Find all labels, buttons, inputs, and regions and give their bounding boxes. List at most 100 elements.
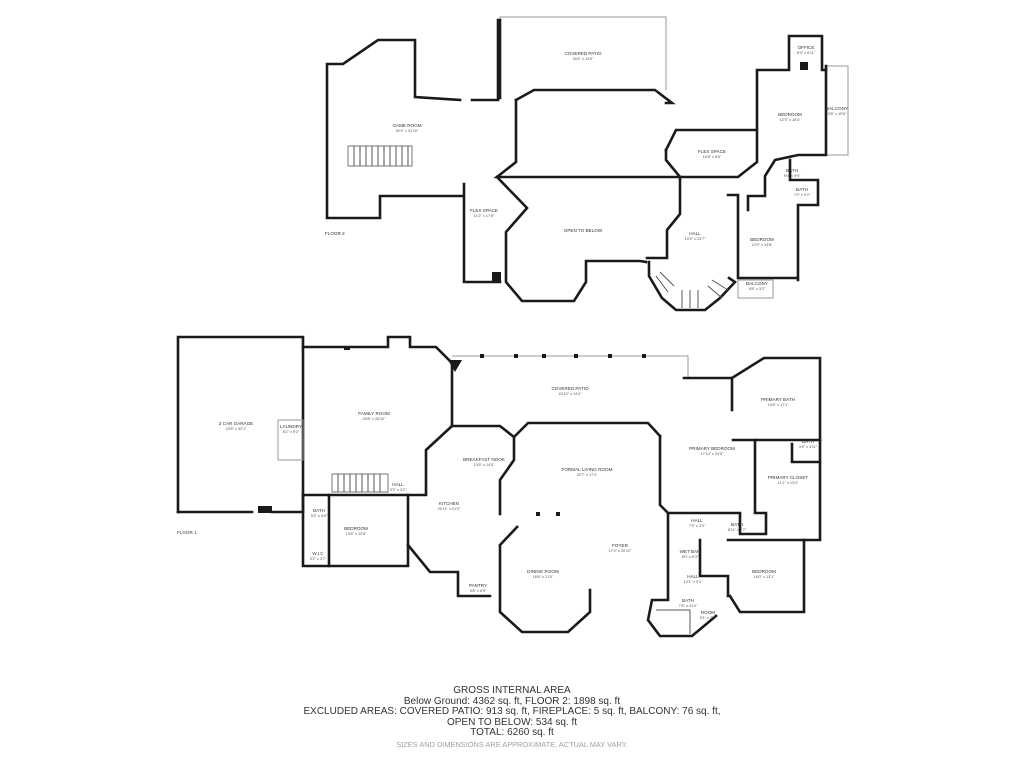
room-name: HALL <box>687 574 699 579</box>
floor1-bath-fixtures <box>656 609 691 634</box>
room-dimensions: 26'8" x 26'10" <box>363 417 387 421</box>
floor1-dining-room-wall <box>498 525 592 634</box>
room-name: DINING ROOM <box>527 569 559 574</box>
floor1-family-room-top-wall <box>301 335 454 365</box>
floor1-foyer-lower-wall <box>646 511 718 638</box>
floor2-stair-treads <box>353 146 409 166</box>
floor2-label: FLOOR 2 <box>325 231 345 236</box>
floor2-game-room-wall <box>325 38 464 220</box>
floor2-bath-wall <box>746 64 828 212</box>
room-name: PANTRY <box>469 583 487 588</box>
floor2-wall-segment <box>470 18 500 102</box>
room-dimensions: 10'1" x 3'1" <box>684 580 703 584</box>
summary-heading: GROSS INTERNAL AREA <box>453 685 571 696</box>
floor1-column-2 <box>536 512 540 516</box>
floor2-balcony-bottom-outline <box>737 279 774 299</box>
room-dimensions: 43'10" x 14'4" <box>559 392 583 396</box>
room-name: OPEN TO BELOW <box>564 228 603 233</box>
floor1-kitchen-lower-wall <box>406 543 492 598</box>
floor2-central-top-wall <box>514 88 676 105</box>
floor-1-plan: FLOOR 1 <box>176 335 822 638</box>
floor1-covered-patio-outline <box>452 355 689 378</box>
floor2-column <box>492 272 501 281</box>
floor2-chimney <box>800 62 808 70</box>
floor1-living-room-top-wall <box>450 421 662 439</box>
room-name: FLEX SPACE <box>698 149 726 154</box>
floor2-open-to-below-top-wall <box>493 98 682 179</box>
summary-line-4: TOTAL: 6260 sq. ft <box>470 727 554 739</box>
room-name: HALL <box>689 231 701 236</box>
floor2-flex-space-right-top <box>664 128 757 152</box>
room-dimensions: 32'7" x 17'1" <box>577 473 598 477</box>
floor1-stair-treads <box>337 474 381 492</box>
floor1-fireplace <box>448 360 462 372</box>
room-name: BEDROOM <box>752 569 776 574</box>
floor2-bay-stairs <box>655 271 729 308</box>
room-dimensions: 7'9" x 4'0" <box>689 524 706 528</box>
floor2-hall-wall-left <box>645 175 682 260</box>
room-dimensions: 17'10" x 24'5" <box>701 452 725 456</box>
room-name: FORMAL LIVING ROOM <box>562 467 613 472</box>
room-dimensions: 12'3" x 18'4" <box>780 118 801 122</box>
room-dimensions: 30'4" x 14'5" <box>573 57 594 61</box>
floor1-column-3 <box>556 512 560 516</box>
room-name: PRIMARY BATH <box>761 397 795 402</box>
floor2-bedroom-lower-wall <box>726 193 799 280</box>
floor1-primary-bedroom-wall <box>658 434 768 536</box>
room-dimensions: 30'4" x 31'10" <box>396 129 420 133</box>
room-name: BATH <box>731 522 743 527</box>
floor2-balcony-right-outline <box>826 65 849 156</box>
floor1-laundry-outline <box>277 419 304 461</box>
room-name: 3 CAR GARAGE <box>219 421 253 426</box>
room-name: FOYER <box>612 543 629 548</box>
floor1-right-bedroom-wall <box>726 538 806 614</box>
floor1-garage-wall <box>176 335 305 514</box>
room-dimensions: 22'8" x 32'1" <box>226 427 247 431</box>
room-dimensions: 5'8" x 6'9" <box>470 589 487 593</box>
floor1-label: FLOOR 1 <box>177 530 197 535</box>
room-dimensions: 7'6" x 4'10" <box>679 604 698 608</box>
summary-line-2: EXCLUDED AREAS: COVERED PATIO: 913 sq. f… <box>303 706 721 718</box>
floor1-family-room-right-wall <box>301 361 454 497</box>
room-name: PRIMARY BEDROOM <box>689 446 735 451</box>
floor1-bedroom-wing-wall <box>301 493 410 568</box>
room-dimensions: 10'8" x 17'1" <box>768 403 789 407</box>
room-dimensions: 9'0" x 9'9" <box>784 174 801 178</box>
room-name: KITCHEN <box>439 501 459 506</box>
room-name: WET BAR <box>680 549 702 554</box>
floor2-flex-space-left-wall <box>462 182 502 284</box>
room-dimensions: 5'1" x 7'2" <box>700 616 717 620</box>
room-dimensions: 6'2" x 9'2" <box>283 430 300 434</box>
floor1-primary-bath-wall <box>730 356 822 542</box>
floor2-bedroom-wall <box>664 34 828 179</box>
room-name: W.I.C <box>312 551 324 556</box>
room-dimensions: 20'11" x 21'0" <box>438 507 461 511</box>
floor1-kitchen-divider <box>498 435 516 516</box>
room-name: HALL <box>392 482 404 487</box>
room-name: OFFICE <box>798 45 815 50</box>
room-name: COVERED PATIO <box>564 51 602 56</box>
room-dimensions: 8'8" x 3'2" <box>749 287 766 291</box>
area-summary: GROSS INTERNAL AREA Below Ground: 4362 s… <box>262 685 762 750</box>
room-dimensions: 16'8" x 8'8" <box>703 155 722 159</box>
floor-2-plan: FLOOR 2 <box>325 16 849 312</box>
room-name: BEDROOM <box>344 526 368 531</box>
floor2-stair-bay-wall <box>647 260 737 312</box>
room-dimensions: 3'2" x 3'2" <box>390 488 407 492</box>
room-dimensions: 12'9" x 14'8" <box>752 243 773 247</box>
room-name: LAUNDRY <box>280 424 302 429</box>
summary-disclaimer: SIZES AND DIMENSIONS ARE APPROXIMATE, AC… <box>396 739 628 749</box>
floor1-garage-column <box>258 506 272 513</box>
room-dimensions: 11'2" x 17'8" <box>474 214 495 218</box>
room-name: HALL <box>691 518 703 523</box>
room-dimensions: 7'0" x 5'2" <box>794 193 811 197</box>
floor1-wet-bar-wall <box>698 538 730 598</box>
floor2-open-to-below-wall <box>495 175 648 303</box>
room-name: FLEX SPACE <box>470 208 498 213</box>
room-name: BATH <box>313 508 325 513</box>
room-name: BALCONY <box>826 106 848 111</box>
room-name: BEDROOM <box>750 237 774 242</box>
room-name: FAMILY ROOM <box>358 411 390 416</box>
